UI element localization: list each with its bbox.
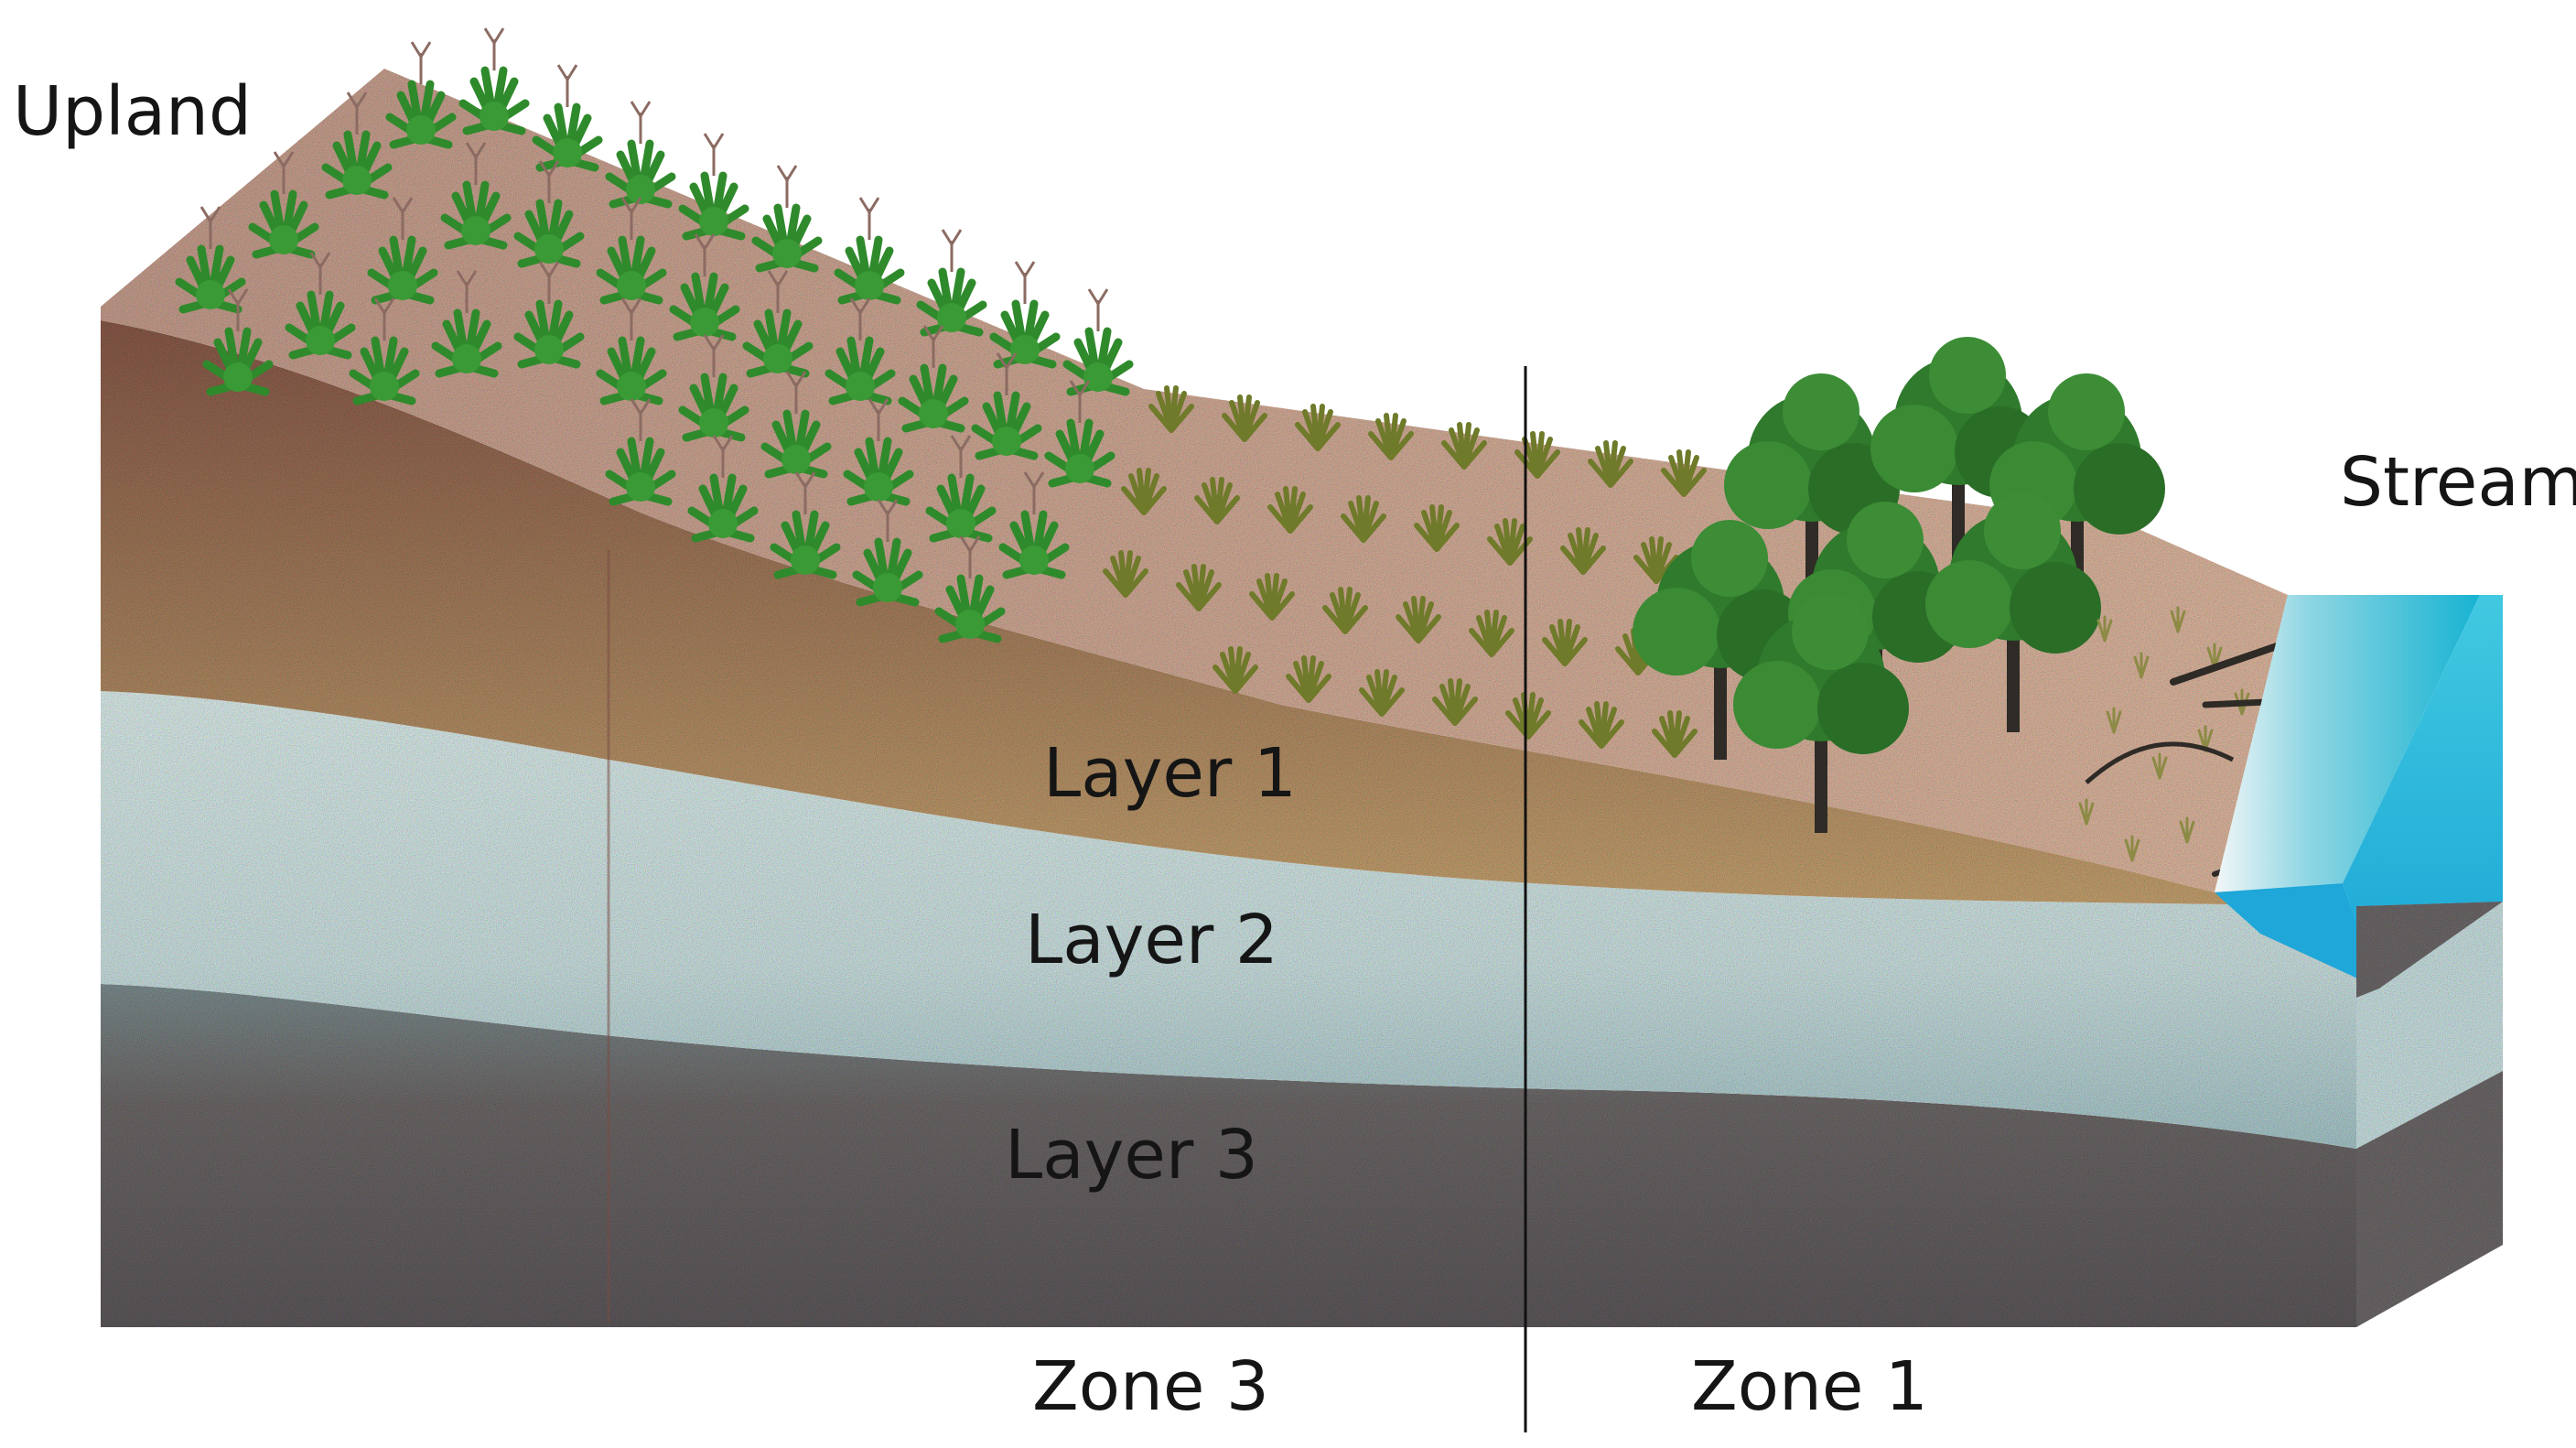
layer-2-stratum [101,691,2356,1149]
zone-1-label: Zone 1 [1691,1347,1928,1426]
layer-2-label: Layer 2 [1025,901,1278,979]
layer-3-stratum [101,984,2356,1327]
zone-3-label: Zone 3 [1032,1347,1269,1426]
layer-1-stratum [101,320,2356,1323]
stream-channel [2215,595,2503,1327]
layer-3-label: Layer 3 [1005,1116,1258,1194]
upland-label: Upland [13,72,252,151]
layer-1-label: Layer 1 [1043,734,1297,813]
stream-label: Stream [2340,443,2576,522]
